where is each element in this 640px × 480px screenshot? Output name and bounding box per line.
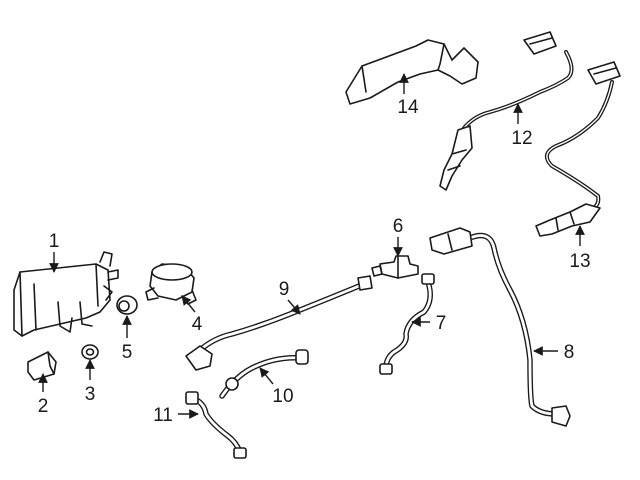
leak-detection-pump (145, 263, 197, 305)
oxygen-sensor-upstream (439, 31, 574, 191)
callout-9: 9 (279, 279, 290, 300)
mount-pad (27, 351, 57, 381)
callout-5: 5 (122, 342, 133, 363)
callout-7: 7 (436, 313, 447, 334)
callout-8: 8 (564, 342, 575, 363)
callout-2: 2 (38, 396, 49, 417)
callout-1: 1 (49, 231, 60, 252)
hose-9 (185, 275, 373, 371)
charcoal-canister (13, 251, 119, 337)
sensor-bracket (345, 39, 479, 105)
callout-12: 12 (511, 128, 532, 149)
hose-10 (219, 349, 309, 399)
callout-3: 3 (85, 384, 96, 405)
callout-14: 14 (397, 97, 419, 118)
leader-4 (181, 295, 196, 313)
callout-4: 4 (192, 314, 203, 335)
grommet (81, 344, 99, 360)
oxygen-sensor-downstream (535, 61, 621, 237)
callout-11: 11 (153, 405, 173, 426)
callout-6: 6 (393, 216, 404, 237)
seal-ring (116, 295, 138, 315)
tee-connector (371, 255, 419, 279)
leader-10 (259, 367, 274, 385)
leader-9 (287, 299, 301, 315)
hose-11 (185, 391, 247, 459)
hose-7 (379, 273, 435, 375)
hose-8 (429, 227, 571, 427)
callout-13: 13 (569, 251, 590, 272)
callout-10: 10 (272, 386, 293, 407)
